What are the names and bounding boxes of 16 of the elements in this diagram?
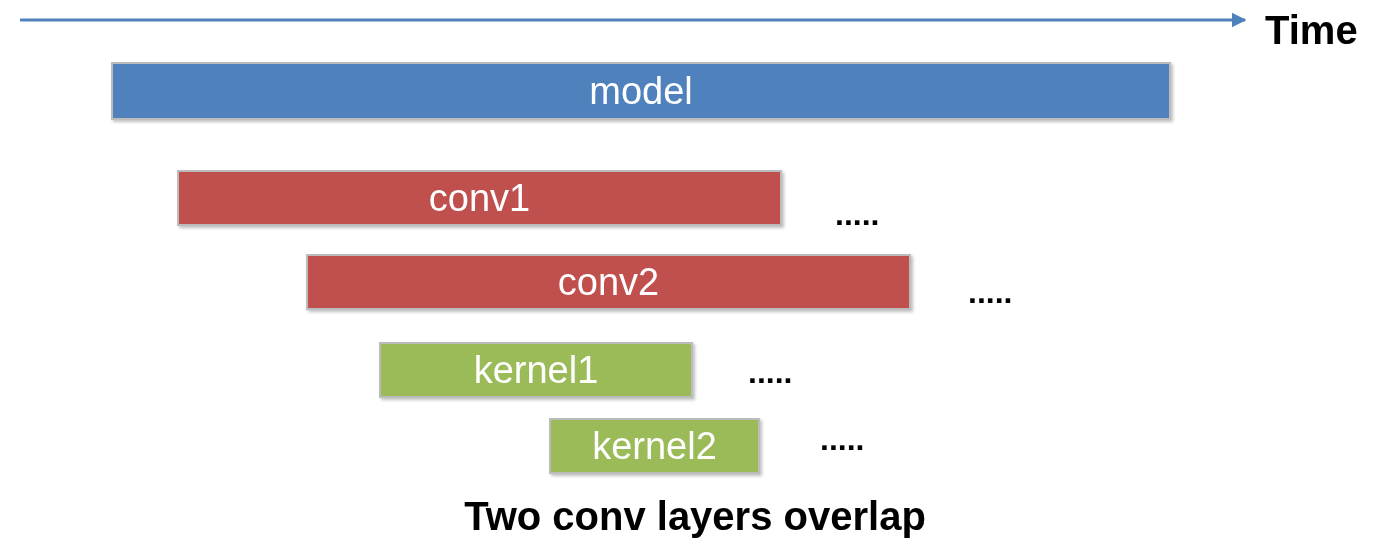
layer-bar [177, 170, 782, 226]
bar-label: conv1 [428, 176, 531, 220]
kernel-bar [549, 418, 760, 474]
model-bar [111, 62, 1171, 120]
bar-label: kernel2 [592, 424, 717, 468]
ellipsis: ..... [835, 196, 880, 233]
layer-bar [306, 254, 911, 310]
bar-label: kernel1 [473, 348, 599, 392]
ellipsis: ..... [748, 354, 793, 391]
ellipsis: ..... [968, 274, 1013, 311]
kernel-bar [379, 342, 693, 398]
bar-label: model [589, 69, 693, 113]
axis-label: Time [1265, 8, 1358, 53]
caption: Two conv layers overlap [464, 494, 926, 539]
ellipsis: ..... [820, 421, 865, 458]
bar-label: conv2 [557, 260, 660, 304]
